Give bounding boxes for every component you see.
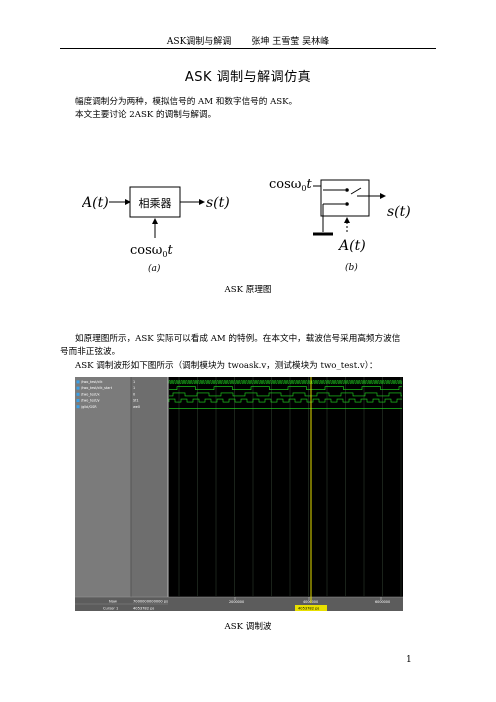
signal-name[interactable]: /two_test/x [81, 392, 100, 396]
wave-signal [169, 392, 402, 397]
timeline-tick-label: 2000000 [229, 600, 244, 604]
signal-value-panel [131, 377, 168, 611]
signal-name[interactable]: /glbl/GSR [81, 405, 97, 409]
signal-name[interactable]: /two_test/y [81, 399, 100, 403]
signal-value: St1 [133, 399, 139, 403]
signal-icon [76, 386, 80, 390]
wave-signal [169, 386, 402, 390]
figure-2-caption: ASK 调制波 [224, 622, 272, 632]
diagram-b-control-label: A(t) [337, 238, 366, 254]
intro-line-2: 本文主要讨论 2ASK 的调制与解调。 [75, 110, 217, 120]
multiplier-label: 相乘器 [139, 197, 172, 210]
paragraph-2: 如原理图所示，ASK 实际可以看成 AM 的特例。在本文中，载波信号采用高频方波… [60, 333, 432, 359]
waveform-viewer: /two_test/clk 1/two_test/clk_start 1/two_t… [75, 377, 403, 611]
signal-icon [76, 392, 80, 396]
diagram-b-carrier-label: cosω0t [269, 177, 312, 193]
switch-contact-bottom [345, 202, 349, 206]
intro-line-1: 幅度调制分为两种，模拟信号的 AM 和数字信号的 ASK。 [75, 97, 298, 107]
principle-diagram-b: cosω0t s(t) A(t) (b) [269, 177, 411, 273]
diagram-a-input-label: A(t) [82, 195, 109, 211]
signal-icon [76, 405, 80, 409]
intro-paragraph: 幅度调制分为两种，模拟信号的 AM 和数字信号的 ASK。 本文主要讨论 2AS… [75, 96, 297, 122]
now-label: Now [109, 600, 117, 604]
document-title: ASK 调制与解调仿真 [184, 70, 312, 85]
signal-value: 0 [133, 392, 135, 396]
header-title: ASK调制与解调 [166, 37, 232, 47]
diagram-a-output-label: s(t) [206, 195, 230, 211]
wave-signal [168, 398, 402, 403]
header-authors: 张坤 王雪莹 吴林峰 [251, 37, 330, 47]
signal-list: /two_test/clk 1/two_test/clk_start 1/two_t… [76, 380, 140, 409]
running-header: ASK调制与解调 张坤 王雪莹 吴林峰 [0, 34, 496, 47]
page-number: 1 [406, 655, 412, 665]
signal-name[interactable]: /two_test/clk [81, 380, 102, 384]
diagram-a-caption: (a) [148, 263, 161, 274]
switch-block [320, 179, 370, 217]
cursor-label: Cursor 1 [103, 607, 118, 611]
cursor-value: 4053782 ps [133, 607, 154, 611]
timeline-tick-label: 6000000 [375, 600, 390, 604]
cursor-readout: 4053782 ps [298, 607, 319, 611]
signal-icon [76, 380, 80, 384]
signal-value: 1 [133, 380, 135, 384]
switch-contact-top [345, 188, 349, 192]
signal-name-panel [75, 377, 131, 611]
now-value: 7000000000000 ps [133, 600, 168, 604]
principle-diagram-a: A(t) 相乘器 s(t) cosω0t (a) [82, 186, 230, 274]
switch-blade [350, 187, 362, 195]
para2-line-2: 号而非正弦波。 [60, 347, 121, 357]
header-rule [60, 48, 436, 49]
signal-value: we0 [133, 405, 140, 409]
diagram-b-output-label: s(t) [387, 204, 411, 220]
para2-line-1: 如原理图所示，ASK 实际可以看成 AM 的特例。在本文中，载波信号采用高频方波… [75, 334, 401, 344]
waveforms [168, 380, 403, 409]
diagram-b-caption: (b) [345, 262, 358, 273]
paragraph-3: ASK 调制波形如下图所示（调制模块为 twoask.v，测试模块为 two_t… [75, 361, 378, 371]
signal-value: 1 [133, 386, 135, 390]
waveform-canvas: /two_test/clk 1/two_test/clk_start 1/two_t… [75, 377, 403, 611]
signal-name[interactable]: /two_test/clk_start [81, 386, 113, 390]
cursor-readout-box [295, 605, 327, 611]
waveform-grid [178, 377, 402, 596]
signal-icon [76, 399, 80, 402]
wave-clk [168, 380, 403, 384]
figure-1-caption: ASK 原理图 [224, 285, 272, 295]
diagram-a-carrier-label: cosω0t [130, 243, 173, 259]
